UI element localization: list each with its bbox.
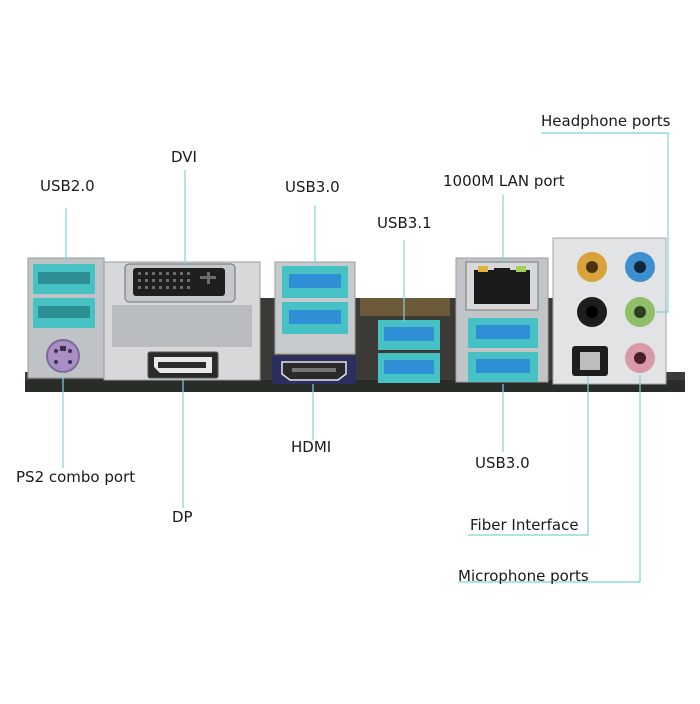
label-usb30-bottom: USB3.0 [475, 454, 530, 472]
usb30-hdmi-block [272, 261, 356, 384]
label-headphone: Headphone ports [541, 112, 671, 130]
label-dp: DP [172, 508, 193, 526]
label-usb30-top: USB3.0 [285, 178, 340, 196]
leader-lines [62, 132, 669, 583]
lan-usb30-block [455, 257, 549, 383]
leader-microphone [458, 375, 641, 583]
audio-block [552, 237, 667, 385]
usb31-block [378, 320, 440, 383]
label-lan: 1000M LAN port [443, 172, 565, 190]
leader-headphone [541, 132, 669, 313]
usb20-ps2-block [27, 257, 105, 379]
label-usb20: USB2.0 [40, 177, 95, 195]
label-dvi: DVI [171, 148, 197, 166]
ps2-port [46, 339, 80, 373]
dvi-pins [138, 272, 216, 289]
label-fiber: Fiber Interface [470, 516, 579, 534]
label-usb31: USB3.1 [377, 214, 432, 232]
label-hdmi: HDMI [291, 438, 332, 456]
leader-fiber [468, 376, 589, 536]
label-microphone: Microphone ports [458, 567, 589, 585]
label-ps2: PS2 combo port [16, 468, 136, 486]
dvi-dp-block [103, 261, 261, 381]
